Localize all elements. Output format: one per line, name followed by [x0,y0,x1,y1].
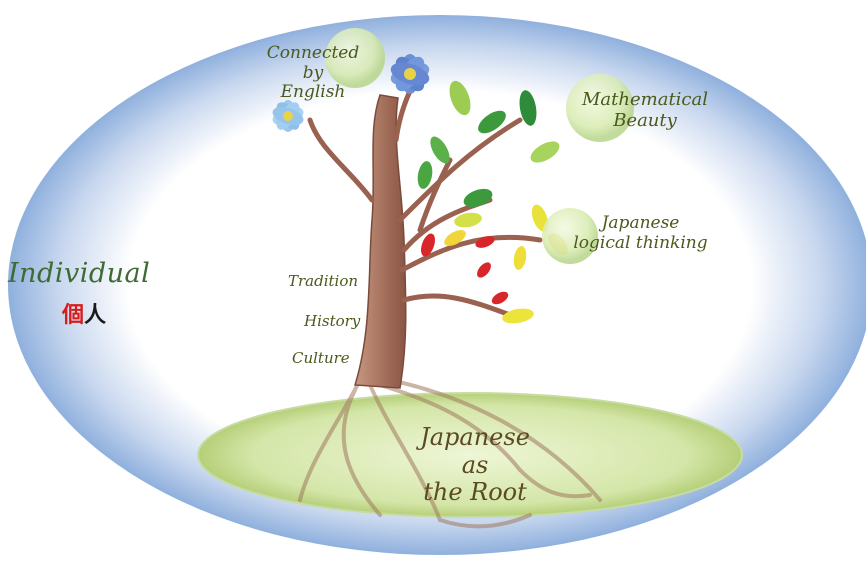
tradition-label: Tradition [288,273,358,290]
culture-label: Culture [292,350,350,367]
history-label: History [304,313,360,330]
logical-thinking-label: Japanese logical thinking [548,214,733,253]
connected-by-english-label: Connected by English [258,44,368,103]
mathematical-beauty-label: Mathematical Beauty [560,90,730,131]
individual-label: Individual [8,258,150,289]
root-label: Japanese as the Root [380,424,570,507]
individual-kanji-label: 個人 [62,297,106,329]
